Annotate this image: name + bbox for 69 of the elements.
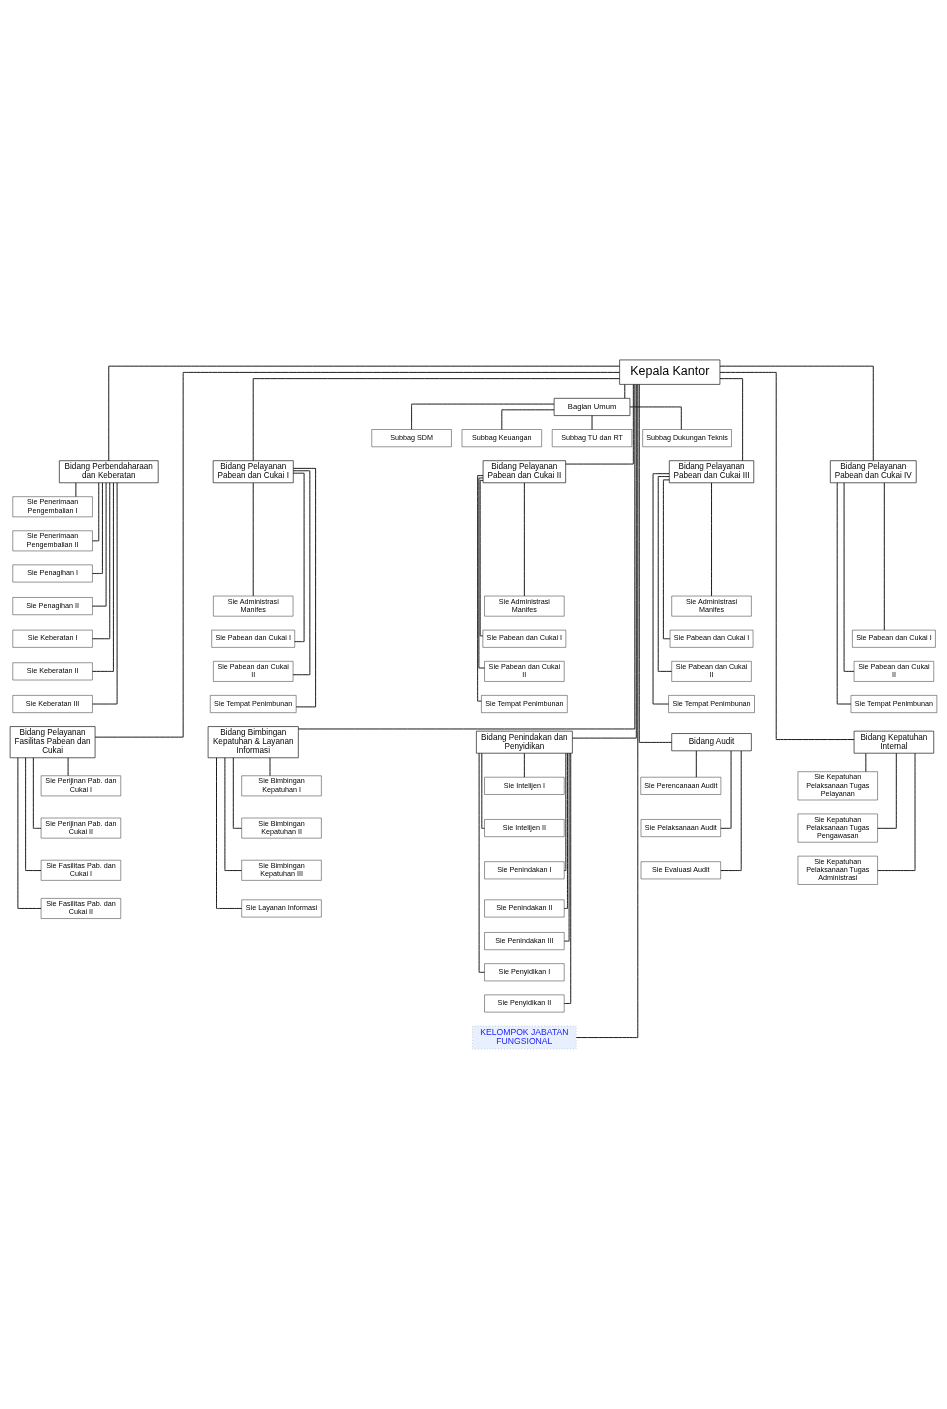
node-box: Bidang Pelayanan Pabean dan Cukai III bbox=[668, 460, 755, 484]
connector bbox=[720, 750, 742, 872]
connector bbox=[883, 482, 885, 631]
node-box: Bidang Audit bbox=[671, 733, 752, 752]
connector bbox=[591, 415, 593, 430]
connector bbox=[478, 477, 485, 669]
node-box: KELOMPOK JABATAN FUNGSIONAL bbox=[472, 1025, 577, 1050]
connector bbox=[477, 475, 484, 702]
node-box: Kepala Kantor bbox=[619, 359, 721, 385]
connector bbox=[523, 752, 525, 778]
node-box: Bagian Umum bbox=[553, 397, 631, 416]
connector bbox=[91, 482, 111, 640]
connector bbox=[92, 482, 118, 705]
connector bbox=[32, 757, 42, 829]
connector bbox=[843, 482, 855, 672]
node-box: Bidang Penindakan dan Penyidikan bbox=[476, 730, 573, 754]
connector bbox=[75, 482, 77, 498]
node-box: Bidang Pelayanan Pabean dan Cukai IV bbox=[829, 460, 917, 484]
connector bbox=[629, 406, 682, 430]
connector bbox=[877, 752, 916, 872]
node-box: Bidang Perbendaharaan dan Keberatan bbox=[58, 460, 159, 484]
connector bbox=[865, 752, 867, 773]
connector bbox=[501, 409, 555, 430]
connector bbox=[695, 750, 697, 778]
connector bbox=[25, 757, 42, 872]
connector bbox=[252, 378, 620, 462]
connector bbox=[563, 752, 568, 909]
connector bbox=[572, 384, 637, 739]
connector bbox=[877, 752, 897, 829]
connector bbox=[563, 752, 567, 872]
node-box: Bidang Pelayanan Fasilitas Pabean dan Cukai bbox=[9, 726, 96, 759]
connector bbox=[224, 757, 243, 872]
connector bbox=[92, 482, 103, 574]
connector bbox=[711, 482, 712, 597]
connector bbox=[252, 482, 254, 597]
connector bbox=[91, 482, 107, 607]
connector bbox=[836, 482, 852, 705]
connector bbox=[292, 470, 311, 676]
connector bbox=[108, 365, 621, 462]
connector bbox=[719, 371, 855, 740]
connector bbox=[662, 479, 671, 640]
connector bbox=[92, 482, 100, 542]
connector bbox=[92, 482, 114, 672]
connector bbox=[411, 403, 555, 430]
node-box: Bidang Pelayanan Pabean dan Cukai II bbox=[482, 460, 566, 484]
node-box: Bidang Bimbingan Kepatuhan & Layanan Informasi bbox=[207, 726, 299, 759]
node-box: Bidang Pelayanan Pabean dan Cukai I bbox=[212, 460, 294, 484]
connector bbox=[719, 365, 874, 462]
connector bbox=[216, 757, 243, 909]
node-box: Bidang Kepatuhan Internal bbox=[853, 730, 935, 754]
connector bbox=[657, 476, 673, 672]
connector bbox=[94, 371, 620, 738]
connector bbox=[638, 384, 673, 743]
connector bbox=[624, 384, 626, 399]
connector bbox=[563, 752, 570, 942]
connector bbox=[292, 467, 317, 708]
connector bbox=[523, 482, 525, 597]
connector bbox=[479, 479, 484, 637]
connector bbox=[232, 757, 242, 829]
connector bbox=[720, 750, 732, 829]
connector bbox=[565, 384, 634, 465]
connector bbox=[67, 757, 69, 777]
connector bbox=[292, 472, 305, 643]
connector bbox=[575, 383, 639, 1039]
connector bbox=[563, 752, 572, 1004]
connector bbox=[719, 378, 744, 462]
connector bbox=[652, 473, 670, 705]
connector bbox=[17, 757, 42, 909]
connector bbox=[481, 752, 485, 829]
